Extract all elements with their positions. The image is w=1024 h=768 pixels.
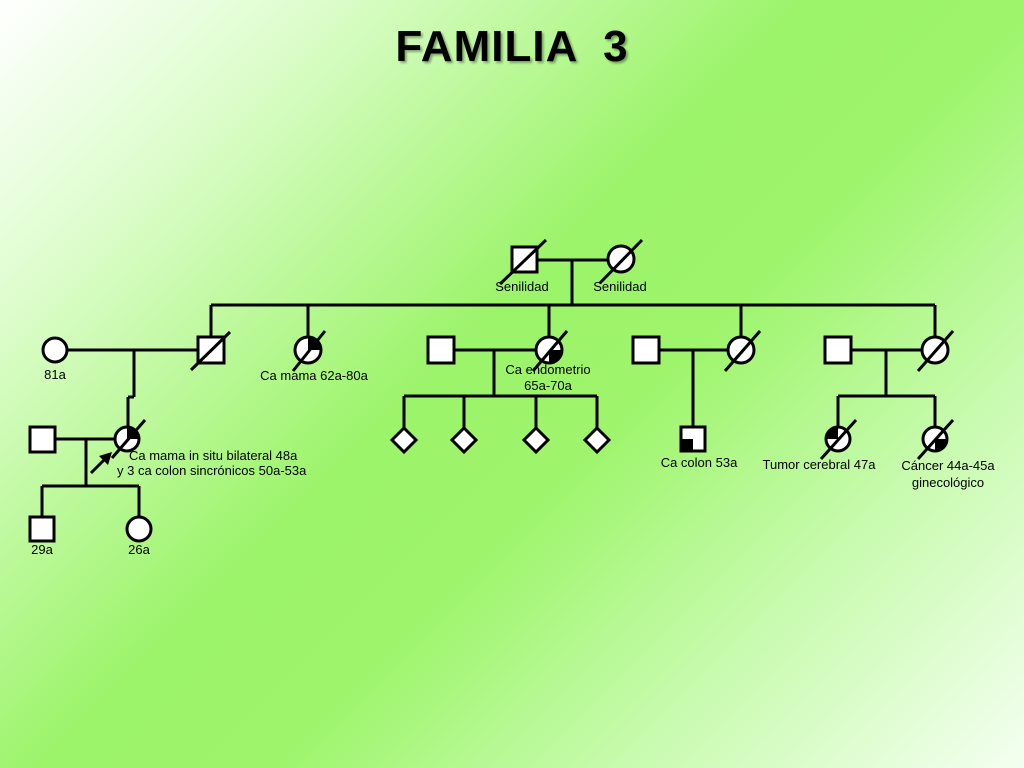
gen2-daughter-breast (291, 330, 327, 372)
outside-wife (41, 336, 69, 364)
label-daughter-cancer-1: Cáncer 44a-45a (901, 458, 995, 473)
label-proband-1: Ca mama in situ bilateral 48a (129, 448, 298, 463)
gen3-son-colon (679, 425, 707, 453)
label-gen1-mother: Senilidad (593, 279, 647, 294)
gen2-husband-3 (823, 335, 853, 365)
gen3-unknown-sex-children (389, 425, 612, 455)
label-son-colon: Ca colon 53a (661, 455, 738, 470)
gen1-mother (598, 238, 644, 285)
label-proband-2: y 3 ca colon sincrónicos 50a-53a (117, 463, 307, 478)
gen3-daughter-tumor (819, 418, 858, 461)
gen2-daughter-3 (723, 330, 762, 372)
page-title: FAMILIA 3 (395, 22, 629, 71)
pedigree-labels: Senilidad Senilidad 81a Ca mama 62a-80a … (31, 279, 995, 557)
gen1-father (498, 238, 548, 286)
gen2-son-deceased (189, 330, 232, 372)
proband (110, 419, 147, 459)
label-gen1-father: Senilidad (495, 279, 549, 294)
label-granddaughter: 26a (128, 542, 150, 557)
label-daughter-endometrio-1: Ca endometrio (505, 362, 590, 377)
pedigree-lines (40, 258, 937, 517)
gen3-daughter-cancer (916, 418, 955, 461)
gen2-daughter-4 (916, 330, 955, 372)
gen4-granddaughter (125, 515, 153, 543)
gen4-grandson (28, 515, 56, 543)
gen3-husband-proband (28, 425, 57, 454)
gen2-husband-1 (426, 335, 456, 365)
label-daughter-cancer-2: ginecológico (912, 475, 984, 490)
label-grandson: 29a (31, 542, 53, 557)
proband-arrow (89, 452, 112, 475)
label-daughter-endometrio-2: 65a-70a (524, 378, 572, 393)
label-daughter-breast: Ca mama 62a-80a (260, 368, 368, 383)
label-outside-wife: 81a (44, 367, 66, 382)
label-daughter-tumor: Tumor cerebral 47a (763, 457, 877, 472)
gen2-husband-2 (631, 335, 661, 365)
gen2-daughter-endometrio (531, 330, 569, 372)
